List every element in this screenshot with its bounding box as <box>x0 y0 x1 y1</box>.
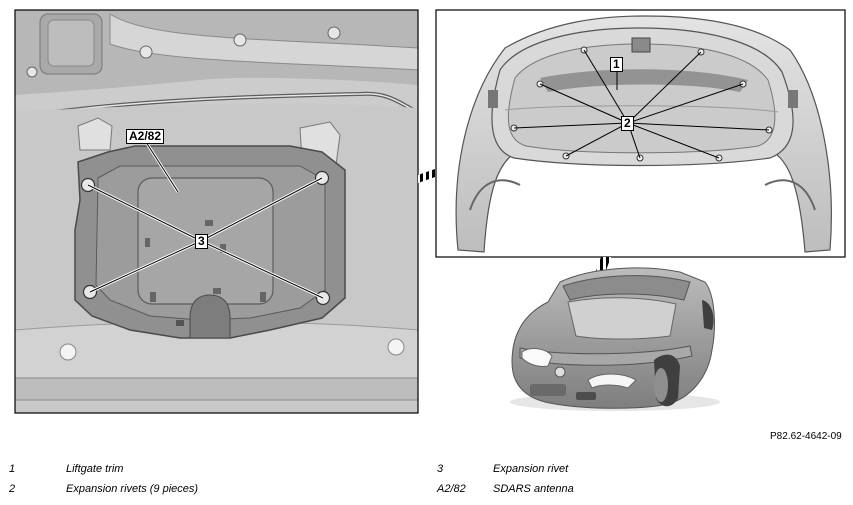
legend-key-2: 2 <box>9 483 16 495</box>
antenna-detail-view <box>15 10 418 413</box>
overview-frame <box>435 9 846 258</box>
callout-3: 3 <box>195 234 208 249</box>
callout-a2-82: A2/82 <box>126 129 165 144</box>
liftgate-overview <box>436 10 845 257</box>
legend-text-1: Liftgate trim <box>66 463 124 475</box>
legend-text-4: SDARS antenna <box>493 483 574 495</box>
legend-key-1: 1 <box>9 463 16 475</box>
legend-text-3: Expansion rivet <box>493 463 569 475</box>
illustration <box>14 9 846 414</box>
legend-key-4: A2/82 <box>437 483 466 495</box>
callout-2: 2 <box>621 116 634 131</box>
legend-text-2: Expansion rivets (9 pieces) <box>66 483 199 495</box>
figure-reference: P82.62-4642-09 <box>770 431 842 442</box>
callout-1: 1 <box>610 57 623 72</box>
legend-key-3: 3 <box>437 463 444 475</box>
detail-frame <box>14 9 419 414</box>
vehicle-rear-view <box>510 267 720 411</box>
